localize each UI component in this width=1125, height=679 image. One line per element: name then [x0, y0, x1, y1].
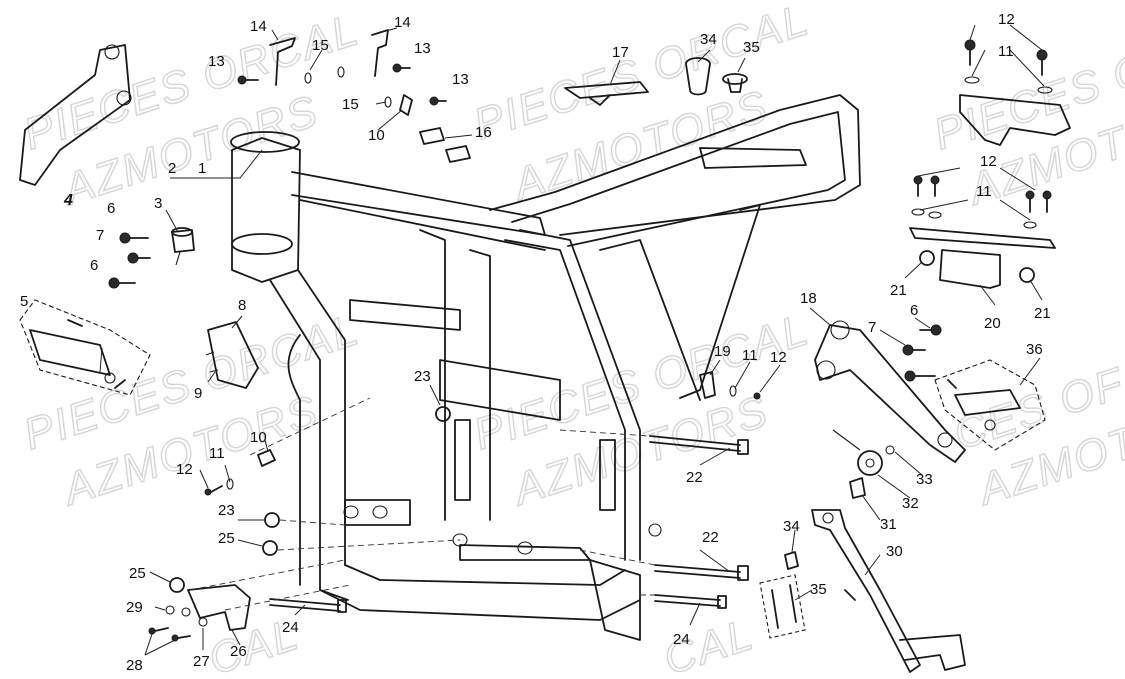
plate-8 — [205, 321, 259, 389]
callout-32: 32 — [902, 495, 919, 512]
bolts-13 — [237, 63, 447, 106]
callout-29: 29 — [126, 599, 143, 616]
callout-11: 11 — [742, 347, 758, 364]
callout-21: 21 — [1034, 305, 1051, 322]
main-frame — [230, 94, 861, 641]
callout-6: 6 — [107, 200, 115, 217]
callout-13: 13 — [452, 71, 469, 88]
washers-15 — [304, 66, 392, 108]
side-stand-30 — [811, 509, 966, 673]
footrest-left-5 — [19, 299, 151, 396]
callout-7: 7 — [868, 319, 876, 336]
rear-bracket-top — [959, 39, 1071, 146]
callout-22: 22 — [686, 469, 703, 486]
callout-3: 3 — [154, 195, 162, 212]
bolts-6-7-right — [902, 324, 942, 382]
callout-12: 12 — [998, 11, 1015, 28]
side-bracket-4 — [19, 44, 132, 186]
callout-12: 12 — [176, 461, 193, 478]
callout-23: 23 — [218, 502, 235, 519]
callout-30: 30 — [886, 543, 903, 560]
callout-13: 13 — [208, 53, 225, 70]
callout-21: 21 — [890, 282, 907, 299]
callout-14: 14 — [250, 18, 267, 35]
switch-31-32-33 — [832, 429, 895, 499]
axle-bolts-22 — [649, 435, 749, 581]
callout-22: 22 — [702, 529, 719, 546]
assembly-lines — [189, 397, 656, 611]
callout-8: 8 — [238, 297, 246, 314]
callout-15: 15 — [312, 37, 329, 54]
passenger-peg-bracket-18 — [814, 320, 966, 463]
spring-35-nut-34 — [759, 551, 806, 639]
callout-25: 25 — [129, 565, 146, 582]
callout-19: 19 — [714, 343, 731, 360]
watermark-layer: PIECES ORCAL AZMOTORS PIECES ORCAL AZMOT… — [17, 0, 1125, 679]
clip-10-top — [399, 94, 413, 116]
callout-13: 13 — [414, 40, 431, 57]
callout-11: 11 — [209, 445, 225, 462]
callout-23: 23 — [414, 368, 431, 385]
callout-34: 34 — [783, 518, 800, 535]
callout-11: 11 — [976, 183, 992, 200]
rear-bracket-20 — [909, 175, 1056, 289]
callout-17: 17 — [612, 44, 629, 61]
collar-3 — [171, 227, 195, 266]
callout-31: 31 — [880, 516, 897, 533]
callout-27: 27 — [193, 653, 210, 670]
callout-34: 34 — [700, 31, 717, 48]
callout-4: 4 — [63, 192, 73, 209]
callout-24: 24 — [282, 619, 299, 636]
callouts: 1 2 3 4 5 6 6 6 7 7 8 9 10 10 11 11 11 1… — [20, 11, 1051, 674]
nuts-23-25 — [262, 406, 451, 556]
bolts-6-7 — [108, 232, 151, 289]
pads-16 — [419, 127, 471, 163]
callout-15: 15 — [342, 96, 359, 113]
callout-12: 12 — [770, 349, 787, 366]
callout-36: 36 — [1026, 341, 1043, 358]
engine-mount-26 — [148, 577, 251, 642]
rubbers-34-35 — [685, 57, 748, 96]
callout-35: 35 — [743, 39, 760, 56]
leader-lines — [99, 24, 1045, 656]
callout-33: 33 — [916, 471, 933, 488]
callout-1: 1 — [198, 160, 206, 177]
callout-25: 25 — [218, 530, 235, 547]
clip-10-left — [204, 449, 276, 496]
callout-12: 12 — [980, 153, 997, 170]
callout-6: 6 — [910, 302, 918, 319]
callout-6: 6 — [90, 257, 98, 274]
callout-35: 35 — [810, 581, 827, 598]
callout-24: 24 — [673, 631, 690, 648]
left-bolts-24 — [269, 594, 727, 613]
callout-11: 11 — [998, 43, 1014, 60]
callout-20: 20 — [984, 315, 1001, 332]
callout-18: 18 — [800, 290, 817, 307]
callout-10: 10 — [250, 429, 267, 446]
bolt-19-11-12 — [699, 371, 761, 400]
bracket-17 — [564, 81, 649, 106]
callout-16: 16 — [475, 124, 492, 141]
callout-10: 10 — [368, 127, 385, 144]
callout-2: 2 — [168, 160, 176, 177]
callout-14: 14 — [394, 14, 411, 31]
footrest-right-36 — [934, 359, 1046, 451]
callout-28: 28 — [126, 657, 143, 674]
callout-5: 5 — [20, 293, 28, 310]
callout-26: 26 — [230, 643, 247, 660]
callout-9: 9 — [194, 385, 202, 402]
callout-7: 7 — [96, 227, 104, 244]
